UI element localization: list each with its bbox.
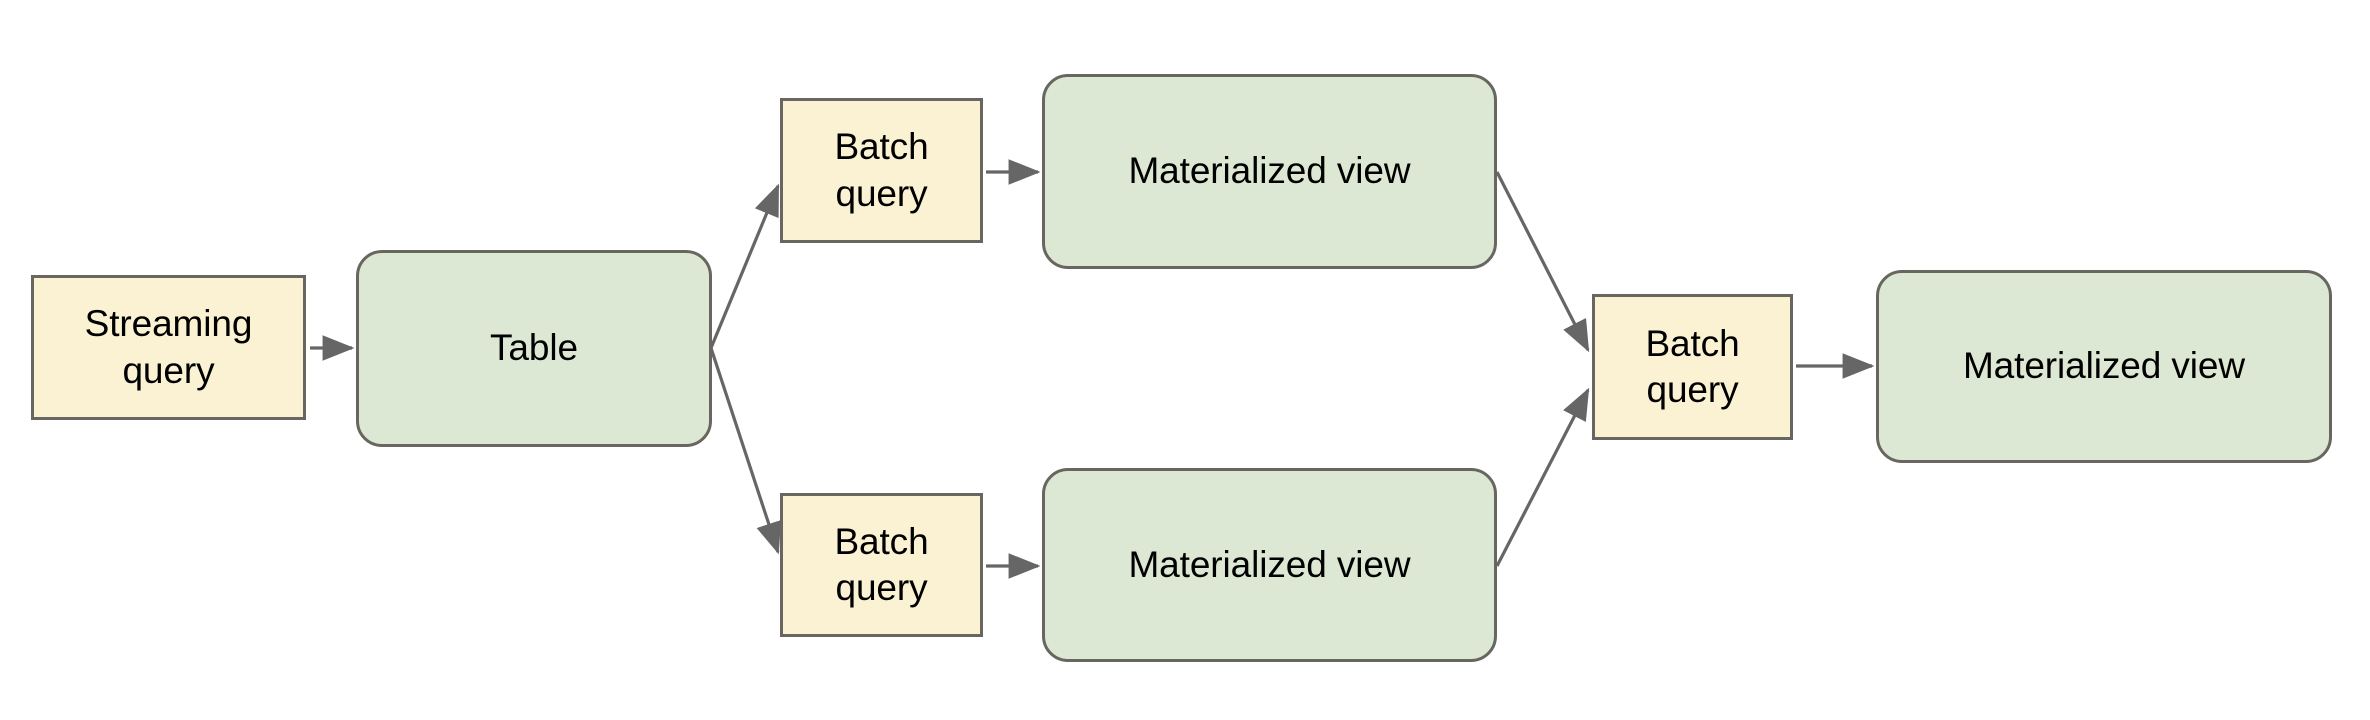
edge-materialized-view-top-to-batch-query-merge [1495,171,1590,353]
node-label: Table [490,327,578,369]
node-batch-query-top[interactable]: Batch query [780,98,983,243]
node-label: Streaming query [84,303,253,391]
node-label: Batch query [834,520,929,608]
node-table[interactable]: Table [356,250,712,447]
edge-materialized-view-bottom-to-batch-query-merge [1495,387,1590,567]
node-materialized-view-bottom[interactable]: Materialized view [1042,468,1497,662]
node-batch-query-bottom[interactable]: Batch query [780,493,983,637]
edge-table-to-batch-query-top [709,183,780,349]
node-batch-query-merge[interactable]: Batch query [1592,294,1793,440]
edge-table-to-batch-query-bottom [709,347,781,555]
node-materialized-view-top[interactable]: Materialized view [1042,74,1497,269]
node-streaming-query[interactable]: Streaming query [31,275,306,420]
node-label: Batch query [834,126,929,214]
node-label: Batch query [1645,322,1740,410]
node-label: Materialized view [1128,150,1411,192]
node-materialized-view-final[interactable]: Materialized view [1876,270,2332,463]
node-label: Materialized view [1128,543,1411,585]
node-label: Materialized view [1962,345,2246,387]
